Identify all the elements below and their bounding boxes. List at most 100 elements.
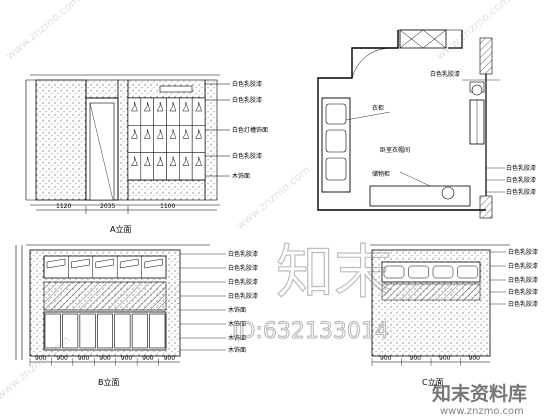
shelf-slope [144, 258, 163, 269]
hanger-icon [195, 129, 202, 139]
hanger-icon [143, 156, 151, 166]
dim-c: 900 [469, 355, 481, 362]
cabinet-door [96, 313, 114, 349]
shelf-cubby [408, 265, 429, 279]
callouts-a: 白色乳胶漆 白色乳胶漆 白色灯槽饰面 白色乳胶漆 木饰面 [205, 80, 268, 180]
hanger-icon [195, 156, 202, 166]
hanger-icon [156, 101, 164, 112]
bottom-dims-c: 900 900 900 900 [371, 355, 481, 366]
callout-b: 白色乳胶漆 [228, 292, 258, 300]
wardrobe-grid [127, 97, 206, 181]
callout-a-5: 木饰面 [232, 172, 250, 180]
footer-brand: 知末资料库 [432, 382, 527, 405]
dim-b: 900 [164, 355, 176, 362]
hanger-icon [182, 156, 190, 166]
dim-b: 900 [99, 355, 111, 362]
dim-b: 900 [78, 355, 90, 362]
callout-b: 木饰面 [228, 306, 246, 314]
view-label-c: C立面 [422, 377, 444, 387]
callout-b: 木饰面 [228, 346, 246, 354]
hanger-icon [143, 129, 151, 139]
cabinet-door [62, 313, 79, 349]
watermark-layer: 知末 ID:632133014 [232, 237, 393, 344]
shelf-slope [46, 258, 66, 269]
dim-b: 900 [56, 355, 68, 362]
callout-plan-3: 白色乳胶漆 [430, 70, 460, 78]
hanger-icon [169, 101, 177, 112]
hanger-icon [130, 129, 138, 139]
callout-b: 白色乳胶漆 [228, 264, 258, 272]
shelf-slope [119, 258, 139, 269]
hanger-icon [130, 156, 138, 166]
shelf-slope [71, 258, 90, 269]
callout-plan-1: 衣柜 [372, 104, 384, 112]
hanger-icon [195, 101, 202, 112]
dim-c: 900 [439, 355, 451, 362]
shelf-cubby [457, 265, 478, 279]
view-label-b: B立面 [98, 377, 120, 387]
callout-a-2: 白色乳胶漆 [232, 96, 262, 104]
callout-c: 白色乳胶漆 [508, 288, 538, 296]
view-label-a: A立面 [110, 224, 131, 234]
shelf-cubby [432, 265, 454, 279]
dim-c: 900 [380, 355, 392, 362]
callout-plan-2: 储物柜 [372, 170, 390, 178]
hanger-icon [182, 101, 190, 112]
bottom-dims-b: 900 900 900 900 900 900 900 [29, 355, 176, 366]
dim-b: 900 [142, 355, 154, 362]
dim-a-1: 1120 [56, 203, 71, 210]
hanger-icon [156, 156, 164, 166]
cabinet-door [149, 313, 166, 349]
callout-a-3: 白色灯槽饰面 [232, 126, 268, 134]
watermark-brand: 知末 [276, 238, 392, 306]
dim-a-2: 2035 [100, 203, 115, 210]
hanger-icon [169, 156, 177, 166]
dim-a-3: 1100 [160, 203, 175, 210]
callout-c: 白色乳胶漆 [508, 248, 538, 256]
floor-plan: 卧室衣帽间 衣柜 储物柜 白色乳胶漆 白色乳胶漆 白色乳胶漆 白色乳胶漆 [317, 29, 536, 219]
hanger-icon [169, 129, 177, 139]
shelf-row-c [381, 261, 481, 283]
callout-c: 白色乳胶漆 [508, 300, 538, 308]
top-window [399, 29, 447, 49]
plan-room-label: 卧室衣帽间 [380, 146, 410, 154]
hanger-icon [182, 129, 190, 139]
elevation-a: 1120 2035 1100 白色乳胶漆 白色乳胶漆 白色灯槽饰面 白色乳胶漆 … [25, 74, 268, 234]
callout-b: 木饰面 [228, 320, 246, 328]
callout-a-4: 白色乳胶漆 [232, 152, 262, 160]
hanger-icon [130, 101, 138, 112]
cabinet-door [131, 313, 148, 349]
callout-plan-4: 白色乳胶漆 [506, 164, 536, 172]
hanger-icon [156, 129, 164, 139]
shelf-cubby [383, 265, 405, 279]
callout-b: 白色乳胶漆 [228, 278, 258, 286]
cabinet-door [114, 313, 131, 349]
callout-plan-5: 白色乳胶漆 [506, 176, 536, 184]
door-panel [89, 102, 115, 201]
callout-plan-6: 白色乳胶漆 [506, 188, 536, 196]
callout-b: 白色乳胶漆 [228, 250, 258, 258]
callout-c: 白色乳胶漆 [508, 276, 538, 284]
plan-counter [369, 185, 471, 207]
hanger-icon [143, 101, 151, 112]
dim-b: 900 [35, 355, 47, 362]
footer-badge: 知末资料库 www.znzmo.com [432, 382, 527, 417]
wall-section-left [35, 79, 87, 201]
callout-a-1: 白色乳胶漆 [232, 80, 262, 88]
hatched-band-b [43, 281, 167, 311]
watermark-id: ID:632133014 [232, 319, 389, 344]
shelf-slope [95, 258, 115, 269]
footer-url: www.znzmo.com [440, 406, 524, 417]
callout-b: 木饰面 [228, 334, 246, 342]
cabinet-door [79, 313, 96, 349]
cabinet-door [44, 313, 61, 349]
dim-b: 900 [121, 355, 133, 362]
light-slot [159, 85, 193, 93]
dim-c: 900 [410, 355, 422, 362]
watermark-diag-1: www.znzmo.com [4, 0, 83, 62]
